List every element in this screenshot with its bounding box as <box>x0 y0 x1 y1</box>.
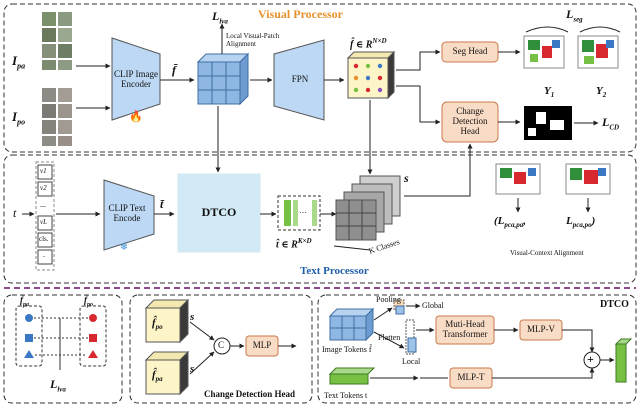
dtco-panel-title: DTCO <box>600 299 629 310</box>
input-po-label: Ipo <box>12 109 26 127</box>
text-tokens-bar <box>328 367 376 385</box>
seg-head-label: Seg Head <box>452 46 488 57</box>
t-bar-label: t̄ <box>160 197 164 211</box>
seg-output-y1 <box>523 35 565 69</box>
cd-s-top-label: s <box>190 311 195 323</box>
global-token <box>393 299 405 315</box>
lva-loss-label: Llva <box>50 377 66 394</box>
visual-token-cube <box>196 52 250 106</box>
token-period: . <box>43 250 45 259</box>
token-cls: cls. <box>39 235 49 243</box>
text-token-column <box>35 161 55 271</box>
token-dots: ... <box>40 200 46 209</box>
post-change-images <box>42 88 72 146</box>
visual-processor-panel <box>3 3 637 153</box>
global-label: Global <box>422 301 444 310</box>
lva-panel <box>3 294 123 404</box>
lva-right-column <box>79 305 107 367</box>
input-pa-label: Ipa <box>12 53 26 71</box>
add-label: + <box>587 352 594 366</box>
clip-image-encoder-shape <box>111 37 161 121</box>
lva-f-po-label: f̄po <box>84 295 93 308</box>
text-processor-panel <box>3 154 637 284</box>
cd-s-bottom-label: s <box>190 363 195 375</box>
snowflake-icon: ❄ <box>120 242 128 253</box>
change-head-panel <box>129 294 313 404</box>
pre-change-images <box>42 12 72 70</box>
loss-seg-label: Lseg <box>566 7 583 24</box>
pca-map-pa <box>495 163 541 195</box>
clip-text-encoder-label: CLIP Text Encode <box>108 203 146 223</box>
fpn-label: FPN <box>291 74 309 85</box>
y1-label: Y1 <box>544 85 555 100</box>
f-bar-label: f̄ <box>172 63 176 77</box>
loss-pca-pa-label: (Lpca,pa, <box>494 215 526 230</box>
flatten-label: Flatten <box>378 333 401 342</box>
pooling-label: Pooling <box>376 295 401 304</box>
visual-context-label: Visual-Context Alignment <box>510 249 584 257</box>
clip-image-encoder-label: CLIP Image Encoder <box>114 69 158 89</box>
y2-label: Y2 <box>596 85 607 100</box>
f-po-cube <box>144 298 190 344</box>
fpn-shape <box>273 39 325 121</box>
f-hat-feature-map <box>346 50 396 100</box>
s-label: s <box>404 171 409 185</box>
fire-icon: 🔥 <box>129 110 143 123</box>
dtco-box <box>177 173 261 253</box>
cd-caption: Change Detection Head <box>204 389 295 399</box>
change-head-label: Change Detection Head <box>452 106 488 136</box>
loss-lva-top: Llva <box>212 9 228 26</box>
f-hat-label: f̂ ∈ RN×D <box>350 37 387 51</box>
seg-output-y2 <box>577 35 619 69</box>
dtco-panel <box>317 294 637 404</box>
cd-f-po-label: f̂po <box>152 317 163 332</box>
change-map-output <box>524 106 572 140</box>
t-input-label: t <box>13 206 17 220</box>
token-v2: v2 <box>40 184 47 192</box>
visual-processor-title: Visual Processor <box>258 7 343 21</box>
token-vl: vL <box>40 218 47 226</box>
clip-text-encoder-shape <box>103 179 155 251</box>
image-tokens-label: Image Tokens f̂ <box>322 345 372 354</box>
t-hat-tokens <box>277 195 321 231</box>
loss-pca-po-label: Lpca,po) <box>566 215 596 230</box>
image-tokens-cube <box>328 307 375 342</box>
f-pa-cube <box>144 350 190 396</box>
loss-cd-label: LCD <box>602 115 620 132</box>
cd-mlp-label: MLP <box>252 340 272 351</box>
text-processor-title: Text Processor <box>300 265 369 277</box>
t-hat-dots: … <box>299 206 307 215</box>
cd-f-pa-label: f̂pa <box>152 369 163 384</box>
concat-label: C <box>218 340 225 350</box>
text-tokens-label: Text Tokens t <box>324 391 368 400</box>
pca-map-po <box>565 163 611 195</box>
multi-head-label: Muti-Head Transformer <box>442 319 488 339</box>
lva-f-pa-label: f̄pa <box>20 295 29 308</box>
mlp-t-label: MLP-T <box>457 372 485 383</box>
lva-left-column <box>15 305 43 367</box>
local-tokens <box>405 319 417 355</box>
mlp-v-label: MLP-V <box>526 324 555 335</box>
local-label: Local <box>402 357 421 366</box>
dtco-label: DTCO <box>201 205 237 220</box>
token-v1: v1 <box>40 167 47 175</box>
score-map-stack <box>335 175 401 241</box>
t-hat-label: t̂ ∈ RK×D <box>276 237 312 251</box>
local-alignment-label: Local Visual-Patch Alignment <box>226 32 280 49</box>
dtco-output-token <box>614 338 633 383</box>
